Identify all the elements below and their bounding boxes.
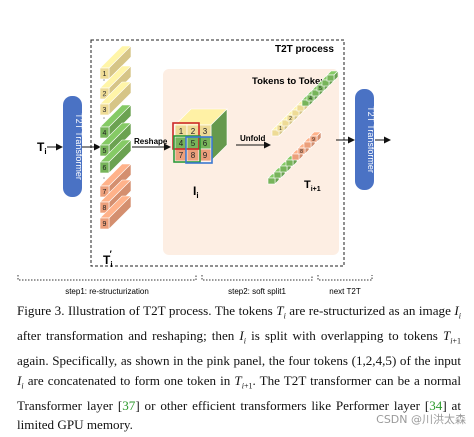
caption-text: Figure 3. Illustration of T2T process. T… (17, 303, 461, 432)
step1-bracket (17, 275, 197, 281)
unfold-lower-segment-7: 9 (309, 131, 322, 143)
token-number: 4 (309, 96, 312, 102)
grid-cell-6: 6 (198, 136, 212, 150)
grid-cell-8: 8 (186, 148, 200, 162)
svg-text:3: 3 (203, 127, 208, 136)
left-t2t-transformer-block (63, 96, 82, 197)
svg-text:1: 1 (179, 127, 184, 136)
t2t-process-box (90, 39, 345, 267)
step2-bracket (201, 275, 313, 281)
input-label: Ti (37, 140, 47, 156)
token-column-item-1: 1 (99, 45, 132, 80)
process-title: T2T process (275, 44, 334, 55)
right-t2t-transformer-block (355, 89, 374, 190)
left-t2t-transformer-label: T2T Transformer (74, 113, 84, 180)
column-gap-dot (103, 117, 105, 119)
grid-cell-1: 1 (174, 124, 188, 138)
token-column-item-3: 3 (99, 81, 132, 116)
svg-text:4: 4 (179, 139, 184, 148)
step3-label: next T2T (329, 287, 361, 296)
grid-cell-9: 9 (198, 148, 212, 162)
token-number: 9 (312, 137, 315, 143)
token-number: 5 (103, 148, 107, 155)
token-number: 4 (103, 130, 107, 137)
column-gap-dot (103, 177, 105, 179)
grid-cell-4: 4 (174, 136, 188, 150)
t2t-figure: T2T process Tokens to Token Ti T2T Trans… (17, 39, 391, 296)
ref-34[interactable]: 34 (429, 397, 443, 413)
ii-label: Ii (193, 184, 199, 200)
token-number: 7 (103, 189, 107, 196)
window-box-blue (185, 136, 213, 164)
token-number: 6 (103, 165, 107, 172)
unfold-segment-11 (326, 70, 339, 82)
window-box-green (173, 135, 201, 163)
unfold-label: Unfold (240, 134, 265, 143)
panel-title: Tokens to Token (252, 76, 326, 87)
svg-text:7: 7 (179, 151, 184, 160)
grid-cell-3: 3 (198, 124, 212, 138)
token-number: 1 (279, 126, 282, 132)
svg-text:9: 9 (203, 151, 208, 160)
token-number: 2 (289, 116, 292, 122)
token-column-item-9: 9 (99, 195, 132, 230)
step3-bracket (317, 275, 373, 281)
token-number: 2 (103, 91, 107, 98)
reshape-label: Reshape (134, 137, 168, 146)
right-t2t-transformer-label: T2T Transformer (366, 106, 376, 173)
token-number: 1 (103, 71, 107, 78)
caption-line-1: Figure 3. Illustration of T2T process. T… (17, 303, 461, 433)
token-number: 8 (103, 205, 107, 212)
svg-text:6: 6 (203, 139, 208, 148)
grid-cell-5: 5 (186, 136, 200, 150)
svg-text:2: 2 (191, 127, 196, 136)
token-number: 9 (103, 221, 107, 228)
token-number: 3 (103, 107, 107, 114)
watermark: CSDN @川洪太森 (376, 413, 466, 426)
token-column: 1 2 3 4 5 6 7 8 9 (99, 45, 132, 230)
grid-cell-7: 7 (174, 148, 188, 162)
column-gap-dot (103, 79, 105, 81)
token-number: 8 (300, 149, 303, 155)
column-gap-dot (103, 95, 105, 97)
grid-cell-2: 2 (186, 124, 200, 138)
ti1-label: Ti+1 (304, 179, 321, 193)
ti-prime-label: Ti′ (103, 249, 113, 269)
step1-label: step1: re-structurization (65, 287, 149, 296)
ref-37[interactable]: 37 (122, 397, 136, 413)
token-column-item-4: 4 (99, 104, 132, 139)
svg-text:8: 8 (191, 151, 196, 160)
figure-caption: Figure 3. Illustration of T2T process. T… (17, 301, 461, 435)
token-number: 5 (319, 86, 322, 92)
token-column-item-6: 6 (99, 139, 132, 174)
step2-label: step2: soft split1 (228, 287, 286, 296)
svg-text:5: 5 (191, 139, 196, 148)
